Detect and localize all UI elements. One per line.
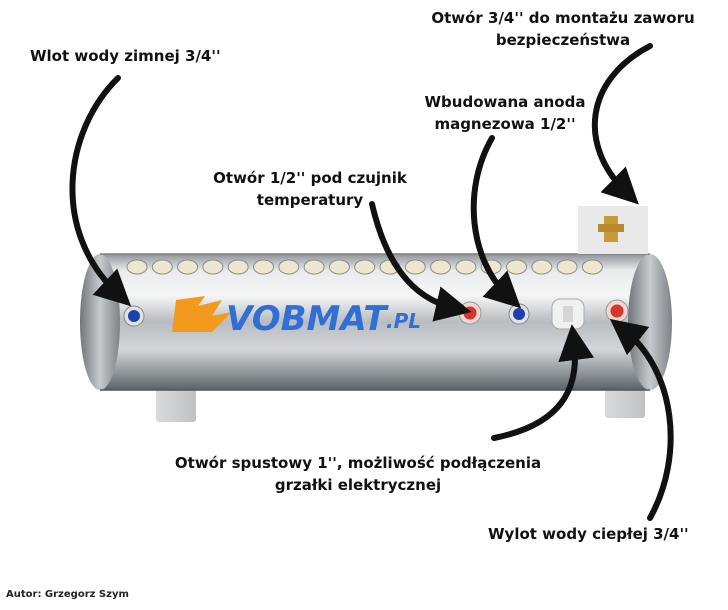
port-drain: [551, 298, 585, 330]
tube-socket: [151, 259, 173, 275]
port-cold-inlet: [123, 305, 145, 327]
tube-socket: [278, 259, 300, 275]
flame-logo-icon: [172, 296, 232, 332]
author-credit: Autor: Grzegorz Szym: [6, 589, 129, 600]
tube-socket: [430, 259, 452, 275]
brand-logo: [172, 296, 232, 332]
arrow-temp-sensor: [369, 201, 472, 322]
arrow-safety-valve: [591, 43, 653, 205]
tube-socket: [253, 259, 274, 275]
tube-socket: [404, 259, 426, 275]
label-safety-valve: Otwór 3/4'' do montażu zaworu bezpieczeń…: [431, 9, 695, 49]
port-hot-outlet: [605, 299, 629, 323]
tube-socket: [303, 259, 325, 275]
label-anode: Wbudowana anoda magnezowa 1/2'': [424, 93, 586, 133]
tube-socket: [506, 259, 527, 275]
label-temp-sensor: Otwór 1/2'' pod czujnik temperatury: [213, 169, 407, 209]
tube-socket: [177, 259, 199, 275]
label-cold-inlet: Wlot wody zimnej 3/4'': [30, 47, 221, 65]
safety-valve-port: [578, 206, 648, 254]
tube-socket: [126, 259, 148, 275]
tube-socket: [455, 259, 477, 275]
arrow-hot-outlet: [609, 318, 674, 521]
arrow-drain: [491, 324, 595, 441]
tube-socket: [354, 259, 376, 275]
tube-socket: [531, 259, 553, 275]
label-drain: Otwór spustowy 1'', możliwość podłączeni…: [174, 454, 542, 494]
tube-socket: [328, 259, 350, 275]
port-temp-sensor: [458, 301, 482, 325]
tube-socket: [581, 259, 603, 275]
tube-socket: [227, 259, 249, 275]
arrow-cold-inlet: [69, 75, 132, 307]
brand-name: VOBMAT: [226, 299, 389, 339]
label-hot-outlet: Wylot wody ciepłej 3/4'': [488, 525, 689, 543]
tube-socket: [556, 259, 578, 275]
tube-socket: [202, 259, 224, 275]
tube-sockets: [126, 259, 603, 275]
port-anode: [508, 303, 530, 325]
brand-suffix: .PL: [386, 309, 421, 333]
arrow-anode: [470, 135, 522, 309]
